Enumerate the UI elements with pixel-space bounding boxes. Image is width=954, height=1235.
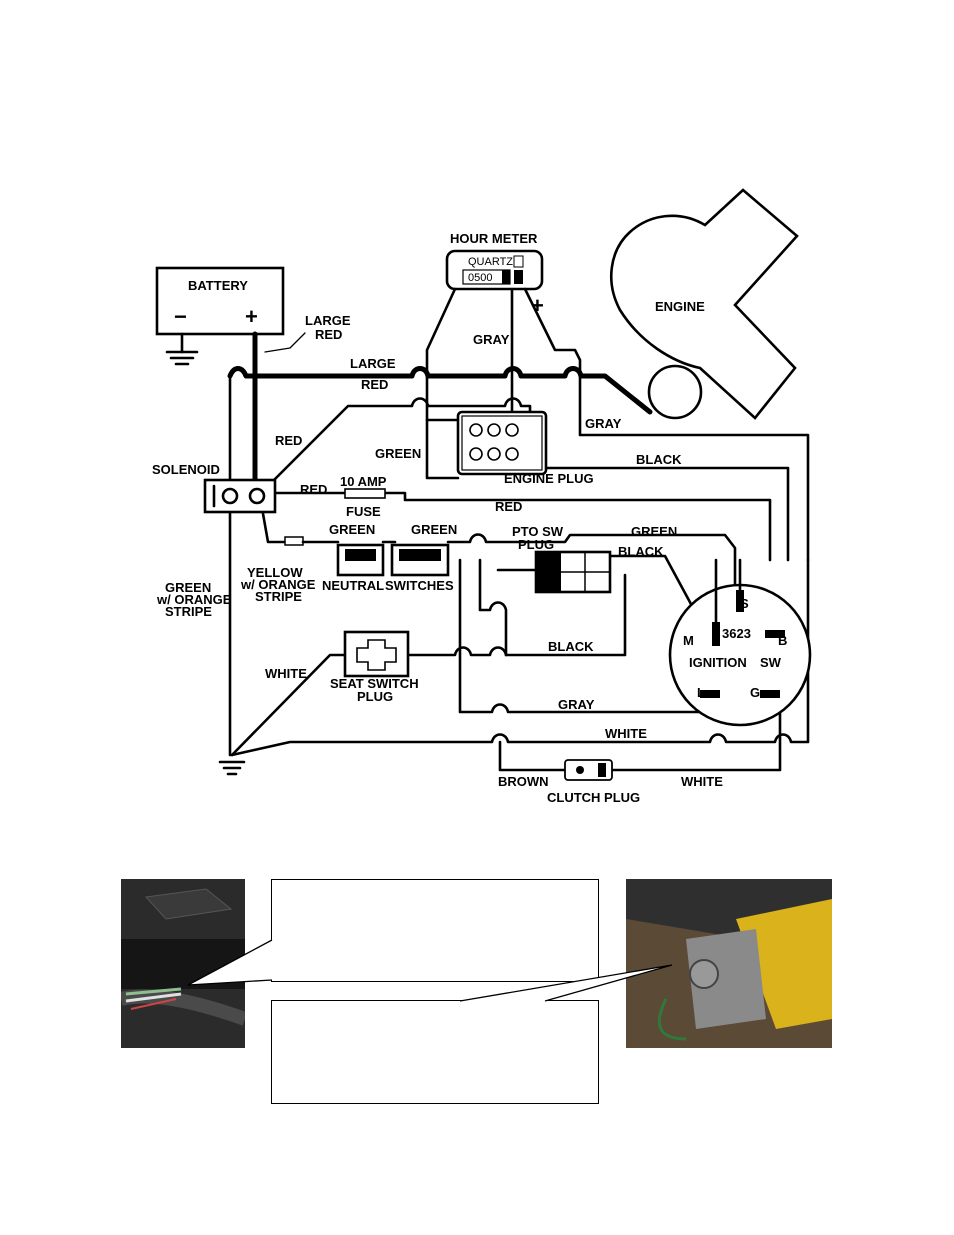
hour-meter-reading: 0500	[468, 272, 492, 284]
ignition-terminal-g: G	[750, 685, 760, 700]
right-photo	[626, 879, 832, 1048]
hour-meter-brand: QUARTZ	[468, 256, 513, 268]
large-red-callout-l1: LARGE	[305, 313, 351, 328]
black-mid-label: BLACK	[548, 639, 594, 654]
clutch-plug: CLUTCH PLUG	[547, 759, 640, 805]
black-pto-label: BLACK	[618, 544, 664, 559]
red-fuse-label: RED	[495, 499, 522, 514]
yellow-orange-l1: YELLOW	[247, 565, 303, 580]
battery: BATTERY − +	[155, 266, 285, 366]
engine-label: ENGINE	[655, 299, 705, 314]
neutral-switches: NEUTRAL SWITCHES	[322, 543, 454, 593]
solenoid: SOLENOID	[152, 462, 277, 514]
ignition-model: 3623	[722, 626, 751, 641]
wires	[218, 287, 810, 776]
ignition-label: IGNITION	[689, 655, 747, 670]
green-orange-l3: STRIPE	[165, 604, 212, 619]
pto-plug: PTO SW PLUG	[496, 524, 612, 594]
large-red-main-l2: RED	[361, 377, 388, 392]
ignition-terminal-s: S	[740, 596, 749, 611]
ignition-sw-label: SW	[760, 655, 782, 670]
brown-label: BROWN	[498, 774, 549, 789]
meter-plus-sign: +	[531, 293, 544, 318]
left-photo-image	[121, 879, 245, 1048]
clutch-plug-label: CLUTCH PLUG	[547, 790, 640, 805]
hour-meter-title: HOUR METER	[450, 231, 538, 246]
wire-labels: LARGE RED GRAY GRAY GREEN BLACK RED RED …	[156, 332, 723, 789]
battery-positive: +	[245, 304, 258, 329]
green-engine-label: GREEN	[375, 446, 421, 461]
red-diag-label: RED	[275, 433, 302, 448]
red-solenoid-label: RED	[300, 482, 327, 497]
green-orange-l1: GREEN	[165, 580, 211, 595]
green-pto-label: GREEN	[631, 524, 677, 539]
seat-switch-label-l2: PLUG	[357, 689, 393, 704]
fuse: 10 AMP FUSE	[340, 474, 387, 519]
engine-symbol: ENGINE	[609, 188, 799, 420]
battery-negative: −	[174, 304, 187, 329]
battery-title: BATTERY	[188, 278, 248, 293]
solenoid-label: SOLENOID	[152, 462, 220, 477]
ignition-switch: S M B L G 3623 IGNITION SW	[668, 558, 812, 727]
ignition-terminal-m: M	[683, 633, 694, 648]
green-neutral-left-label: GREEN	[329, 522, 375, 537]
white-clutch-label: WHITE	[681, 774, 723, 789]
neutral-label: NEUTRAL	[322, 578, 384, 593]
green-neutral-right-label: GREEN	[411, 522, 457, 537]
right-photo-image	[626, 879, 832, 1048]
callout-box-bottom	[271, 1000, 599, 1104]
engine-plug: ENGINE PLUG	[456, 410, 594, 486]
large-red-main-l1: LARGE	[350, 356, 396, 371]
callout-box-top	[271, 879, 599, 982]
seat-switch-label-l1: SEAT SWITCH	[330, 676, 419, 691]
black-engine-label: BLACK	[636, 452, 682, 467]
gray-meter-label: GRAY	[473, 332, 510, 347]
switches-label: SWITCHES	[385, 578, 454, 593]
white-seat-label: WHITE	[265, 666, 307, 681]
yellow-orange-l2: w/ ORANGE	[240, 577, 316, 592]
yellow-orange-l3: STRIPE	[255, 589, 302, 604]
ignition-terminal-l: L	[697, 685, 705, 700]
seat-switch-plug: SEAT SWITCH PLUG	[330, 630, 419, 704]
large-red-callout-l2: RED	[315, 327, 342, 342]
white-bottom-label: WHITE	[605, 726, 647, 741]
gray-bottom-label: GRAY	[558, 697, 595, 712]
hour-meter: HOUR METER QUARTZ 0500 +	[445, 231, 544, 318]
green-orange-l2: w/ ORANGE	[156, 592, 232, 607]
ignition-terminal-b: B	[778, 633, 787, 648]
pto-plug-label-l1: PTO SW	[512, 524, 564, 539]
gray-engine-label: GRAY	[585, 416, 622, 431]
left-photo	[121, 879, 245, 1048]
pto-plug-label-l2: PLUG	[518, 537, 554, 552]
fuse-label-l1: 10 AMP	[340, 474, 387, 489]
fuse-label-l2: FUSE	[346, 504, 381, 519]
engine-plug-label: ENGINE PLUG	[504, 471, 594, 486]
